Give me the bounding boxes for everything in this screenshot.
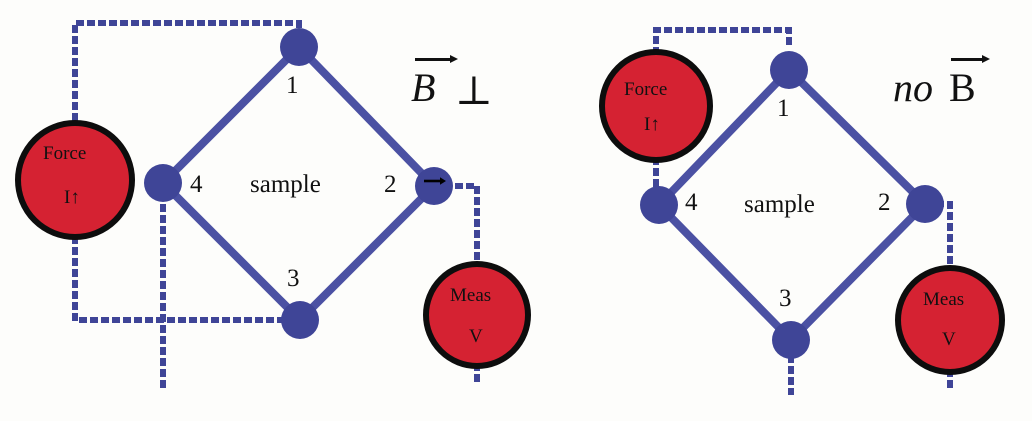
right-node-2[interactable] [906,185,944,223]
left-source-meas [423,261,531,369]
left-wire-force-bottom [72,225,302,323]
left-force-label-line2: I↑ [64,187,80,208]
left-node-3[interactable] [281,301,319,339]
left-node-1[interactable] [280,28,318,66]
left-source-force [15,120,135,240]
right-edge-1-4 [655,66,793,209]
left-node-label-2: 2 [384,171,397,198]
right-node-label-3: 3 [779,285,792,312]
right-force-label-line1: Force [624,79,668,100]
right-edge-2-3 [787,200,929,344]
left-annotation-suffix: ⊥ [455,68,493,113]
left-sample-diamond [159,43,438,324]
left-node-4[interactable] [144,164,182,202]
right-node-label-2: 2 [878,189,891,216]
right-meas-label-line1: Meas [923,289,965,310]
right-sample-label: sample [744,191,815,218]
right-meas-label-line2: V [942,329,956,350]
left-vector-bar [415,58,451,61]
right-force-label-line2: I↑ [644,114,660,135]
right-node-label-1: 1 [777,95,790,122]
left-edge-2-3 [296,182,438,324]
left-wire-meas-top [444,183,480,267]
left-vector-arrowhead [450,55,458,63]
right-node-label-4: 4 [685,189,698,216]
right-vector-bar [951,58,983,61]
left-edge-1-4 [159,43,303,187]
left-meas-label-line2: V [469,326,483,347]
right-wire-force-top [653,27,792,55]
right-node-1[interactable] [770,51,808,89]
right-edge-1-2 [785,66,929,208]
right-annotation-symbol: B [949,65,976,110]
right-edge-4-3 [655,201,795,344]
right-vector-arrowhead [982,55,990,63]
left-edge-1-2 [295,43,438,190]
left-node2-right-arrow-icon [424,177,446,185]
right-source-meas [895,265,1005,375]
left-edge-4-3 [159,179,304,324]
left-node-label-1: 1 [286,72,299,99]
left-node-label-3: 3 [287,265,300,292]
right-source-force [599,49,713,163]
left-sample-label: sample [250,171,321,198]
right-node-3[interactable] [772,321,810,359]
left-force-label-line1: Force [43,143,87,164]
left-meas-label-line1: Meas [450,285,492,306]
left-node-label-4: 4 [190,171,203,198]
right-node-4[interactable] [640,186,678,224]
left-annotation-symbol: B [411,65,436,110]
right-sample-diamond [655,66,929,344]
left-node-2[interactable] [415,167,453,205]
right-annotation-prefix: no [893,65,933,110]
